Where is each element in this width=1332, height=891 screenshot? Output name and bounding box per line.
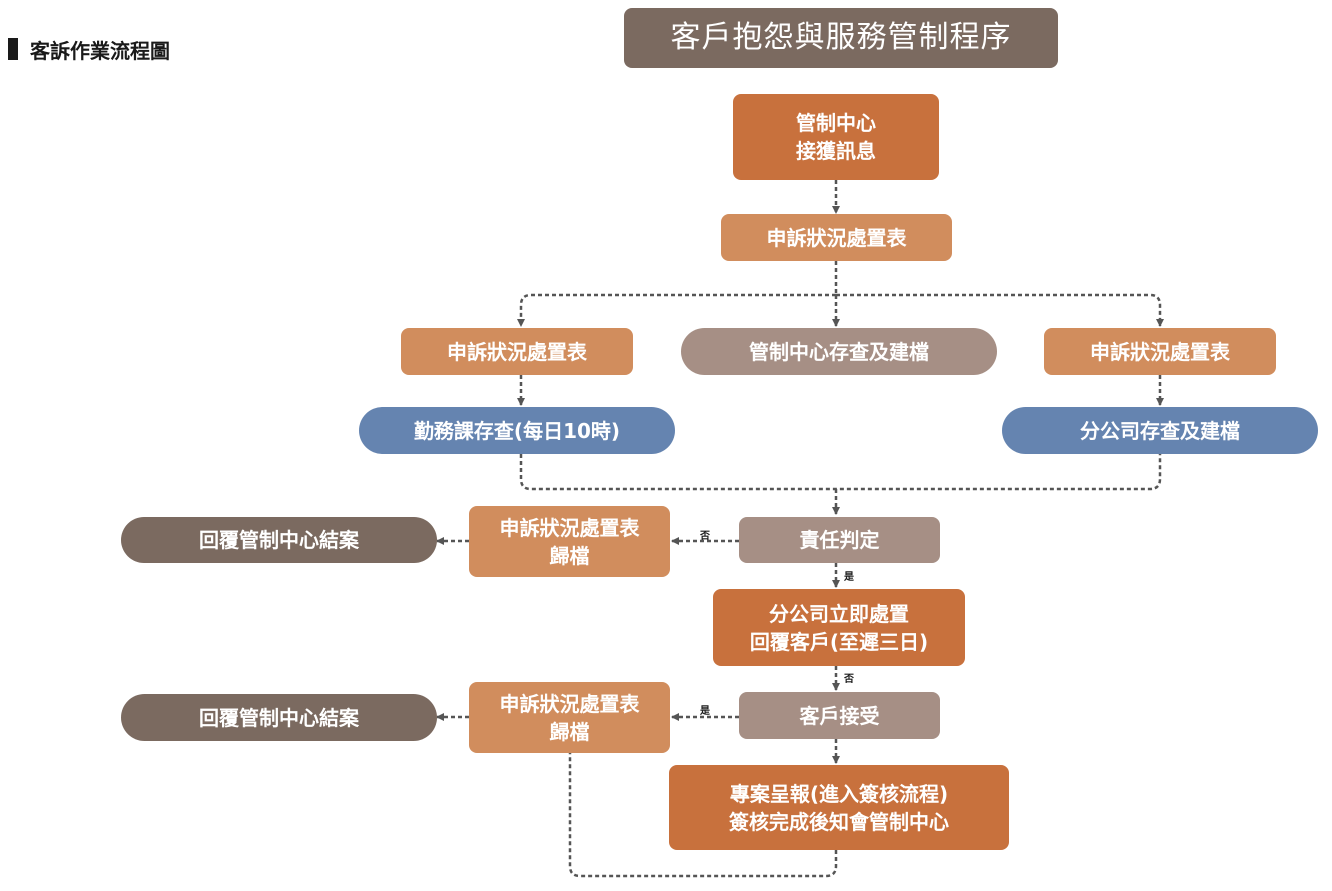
heading-text: 客訴作業流程圖 <box>30 38 170 63</box>
node-control-center-receive: 管制中心 接獲訊息 <box>733 94 939 180</box>
node-text: 歸檔 <box>549 543 590 568</box>
page-heading: 客訴作業流程圖 <box>8 34 170 64</box>
node-text: 申訴狀況處置表 <box>447 339 587 364</box>
edge-label-resp-yes: 是 <box>844 572 854 583</box>
connector-report-loop <box>568 753 838 878</box>
connector-split-right <box>836 293 1164 327</box>
node-archive-form-2: 申訴狀況處置表 歸檔 <box>469 682 670 753</box>
node-text: 回覆客戶(至遲三日) <box>749 629 929 654</box>
node-text: 申訴狀況處置表 <box>766 225 907 250</box>
node-text: 回覆管制中心結案 <box>199 528 359 552</box>
node-text: 回覆管制中心結案 <box>199 705 359 730</box>
node-text: 責任判定 <box>799 528 880 552</box>
node-text: 申訴狀況處置表 <box>1090 339 1230 364</box>
node-text: 分公司存查及建檔 <box>1080 418 1240 443</box>
node-text: 勤務課存查(每日10時) <box>413 418 621 443</box>
node-text: 分公司立即處置 <box>769 601 909 626</box>
node-archive-form-1: 申訴狀況處置表 歸檔 <box>469 506 670 577</box>
node-reply-close-1: 回覆管制中心結案 <box>121 517 437 563</box>
node-text: 管制中心存查及建檔 <box>749 339 929 364</box>
node-text: 接獲訊息 <box>796 139 876 163</box>
node-customer-accept: 客戶接受 <box>739 692 940 739</box>
diagram-title-text: 客戶抱怨與服務管制程序 <box>670 20 1012 55</box>
diagram-title: 客戶抱怨與服務管制程序 <box>624 8 1058 68</box>
node-branch-handle: 分公司立即處置 回覆客戶(至遲三日) <box>713 589 965 666</box>
node-text: 歸檔 <box>549 719 590 744</box>
node-control-center-archive: 管制中心存查及建檔 <box>681 328 997 375</box>
heading-bar <box>8 38 18 60</box>
node-complaint-form-top: 申訴狀況處置表 <box>721 214 952 261</box>
node-service-dept-check: 勤務課存查(每日10時) <box>359 407 675 454</box>
node-text: 簽核完成後知會管制中心 <box>729 809 949 834</box>
edge-label-resp-no: 否 <box>700 531 710 542</box>
node-text: 申訴狀況處置表 <box>499 515 640 540</box>
node-complaint-form-left: 申訴狀況處置表 <box>401 328 633 375</box>
edge-label-handle-no: 否 <box>844 674 854 685</box>
node-text: 客戶接受 <box>799 703 880 728</box>
edge-label-accept-yes: 是 <box>700 706 710 717</box>
node-text: 專案呈報(進入簽核流程) <box>729 781 949 806</box>
node-reply-close-2: 回覆管制中心結案 <box>121 694 437 741</box>
connector-split-left <box>517 293 836 327</box>
node-complaint-form-right: 申訴狀況處置表 <box>1044 328 1276 375</box>
node-branch-archive: 分公司存查及建檔 <box>1002 407 1318 454</box>
node-text: 申訴狀況處置表 <box>499 691 640 716</box>
node-responsibility: 責任判定 <box>739 517 940 563</box>
connector-merge <box>519 454 1162 491</box>
node-special-report: 專案呈報(進入簽核流程) 簽核完成後知會管制中心 <box>669 765 1009 850</box>
node-text: 管制中心 <box>796 111 876 135</box>
